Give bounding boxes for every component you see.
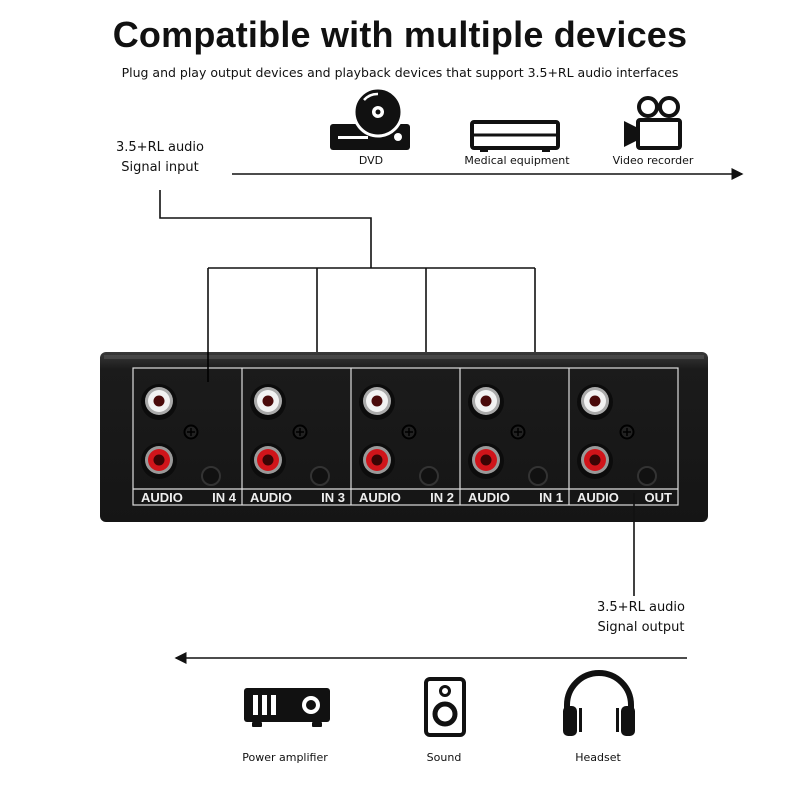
speaker-icon (424, 677, 466, 737)
jack-3-5mm[interactable] (201, 466, 221, 486)
rca-jack-red[interactable] (141, 443, 177, 479)
device-label-sound: Sound (426, 751, 462, 764)
port-section-out: AUDIO OUT (568, 368, 673, 505)
page-subtitle: Plug and play output devices and playbac… (121, 65, 679, 80)
port-section-in-2: AUDIO IN 2 (350, 368, 454, 505)
rca-jack-red[interactable] (577, 443, 613, 479)
screw-icon (401, 424, 417, 440)
screw-icon (619, 424, 635, 440)
jack-3-5mm[interactable] (637, 466, 657, 486)
medical-equipment-icon (470, 120, 560, 152)
port-label-channel: OUT (645, 490, 673, 505)
rca-jack-white[interactable] (359, 384, 395, 420)
port-label-channel: IN 2 (430, 490, 454, 505)
jack-3-5mm[interactable] (419, 466, 439, 486)
signal-output-line1: 3.5+RL audio (597, 600, 685, 615)
rca-jack-red[interactable] (250, 443, 286, 479)
device-label-video: Video recorder (612, 154, 694, 167)
rca-jack-white[interactable] (141, 384, 177, 420)
dvd-player-icon (330, 86, 410, 150)
device-label-headset: Headset (575, 751, 621, 764)
port-label-channel: IN 1 (539, 490, 563, 505)
headphones-icon (563, 670, 635, 736)
port-label-audio: AUDIO (359, 490, 401, 505)
rca-jack-red[interactable] (359, 443, 395, 479)
device-label-amplifier: Power amplifier (242, 751, 328, 764)
signal-input-label: 3.5+RL audio Signal input (100, 138, 220, 178)
jack-3-5mm[interactable] (310, 466, 330, 486)
port-label-audio: AUDIO (250, 490, 292, 505)
signal-input-line2: Signal input (121, 160, 199, 175)
port-label-channel: IN 4 (212, 490, 237, 505)
port-section-in-1: AUDIO IN 1 (459, 368, 563, 505)
port-section-in-4: AUDIO IN 4 (141, 384, 237, 505)
rca-jack-white[interactable] (577, 384, 613, 420)
rca-jack-white[interactable] (250, 384, 286, 420)
rca-jack-red[interactable] (468, 443, 504, 479)
screw-icon (510, 424, 526, 440)
port-label-audio: AUDIO (468, 490, 510, 505)
video-camera-icon (624, 96, 682, 150)
signal-input-line1: 3.5+RL audio (116, 140, 204, 155)
port-label-audio: AUDIO (141, 490, 183, 505)
device-label-dvd: DVD (358, 154, 384, 167)
port-label-channel: IN 3 (321, 490, 345, 505)
port-label-audio: AUDIO (577, 490, 619, 505)
jack-3-5mm[interactable] (528, 466, 548, 486)
signal-output-label: 3.5+RL audio Signal output (581, 598, 701, 638)
device-label-medical: Medical equipment (464, 154, 570, 167)
page-title: Compatible with multiple devices (112, 14, 688, 55)
port-section-in-3: AUDIO IN 3 (241, 368, 345, 505)
signal-output-line2: Signal output (597, 620, 685, 635)
rca-jack-white[interactable] (468, 384, 504, 420)
screw-icon (183, 424, 199, 440)
screw-icon (292, 424, 308, 440)
amplifier-icon (244, 688, 330, 727)
